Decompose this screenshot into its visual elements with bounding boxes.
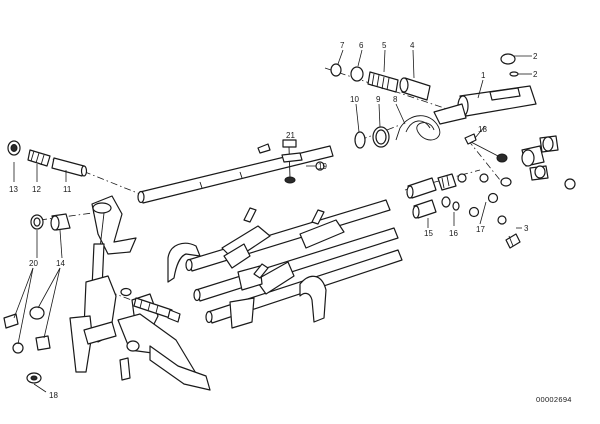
main-shift-rails [167, 199, 403, 329]
callout-8: 8 [393, 95, 398, 104]
upper-shift-rail [137, 143, 334, 204]
upper-small-bolt [281, 139, 325, 184]
callout-16: 16 [449, 229, 458, 238]
left-bushings [3, 213, 71, 384]
callout-2b: 2 [533, 70, 538, 79]
callout-18-lower: 18 [49, 391, 58, 400]
callout-3: 3 [524, 224, 529, 233]
spring-clip-group [354, 115, 441, 149]
callout-11: 11 [63, 185, 72, 194]
callout-21: 21 [286, 131, 295, 140]
callout-2a: 2 [533, 52, 538, 61]
callout-17: 17 [476, 225, 485, 234]
callout-1: 1 [481, 71, 486, 80]
callout-4: 4 [410, 41, 415, 50]
leader-lines [13, 49, 532, 393]
callout-10: 10 [350, 95, 359, 104]
callout-7: 7 [340, 41, 345, 50]
callout-labels: 1 2 2 7 6 5 4 10 9 8 18 13 12 11 19 20 1… [9, 41, 538, 400]
callout-15: 15 [424, 229, 433, 238]
callout-20: 20 [29, 259, 38, 268]
callout-18-upper: 18 [478, 125, 487, 134]
lower-left-levers [69, 275, 211, 391]
right-sleeve-assembly [330, 53, 537, 125]
callout-12: 12 [32, 185, 41, 194]
callout-6: 6 [359, 41, 364, 50]
drawing-code: 00002694 [536, 395, 572, 404]
left-detent-group [7, 140, 88, 177]
callout-5: 5 [382, 41, 387, 50]
selector-block [91, 195, 137, 289]
callout-19: 19 [318, 162, 327, 171]
callout-9: 9 [376, 95, 381, 104]
callout-13: 13 [9, 185, 18, 194]
callout-14: 14 [56, 259, 65, 268]
right-small-parts [406, 133, 576, 249]
